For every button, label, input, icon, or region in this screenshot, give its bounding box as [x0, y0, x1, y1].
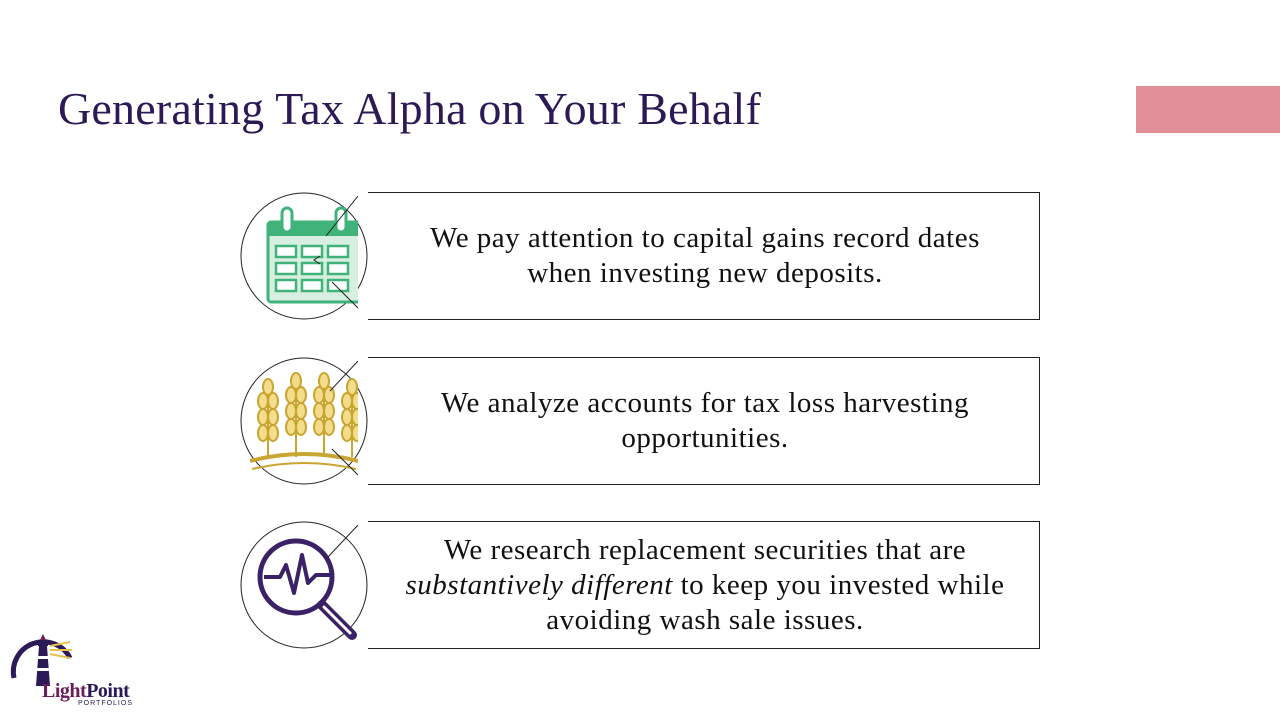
accent-bar [1136, 86, 1280, 133]
feature-row-research: We research replacement securities that … [240, 521, 1040, 649]
text-line: We pay attention to capital gains record… [430, 222, 980, 254]
feature-row-calendar: We pay attention to capital gains record… [240, 192, 1040, 320]
slide-title: Generating Tax Alpha on Your Behalf [58, 83, 762, 134]
row-frame [240, 521, 1040, 649]
row-frame [240, 357, 1040, 485]
feature-text-calendar: We pay attention to capital gains record… [380, 192, 1030, 320]
magnifier-pulse-icon [257, 525, 358, 640]
logo-wordmark: LightPoint [42, 680, 130, 703]
feature-row-harvest: We analyze accounts for tax loss harvest… [240, 357, 1040, 485]
feature-text-research: We research replacement securities that … [380, 521, 1030, 649]
company-logo: LightPoint PORTFOLIOS [8, 628, 138, 712]
text-fragment: to keep you invested while [672, 568, 1005, 601]
calendar-icon [266, 196, 358, 309]
wheat-harvest-icon [250, 361, 358, 476]
text-line: We analyze accounts for tax loss harvest… [440, 387, 970, 419]
lighthouse-icon [10, 634, 73, 686]
row-frame [240, 192, 1040, 320]
text-line: substantively different to keep you inve… [406, 568, 1005, 603]
text-line: We research replacement securities that … [443, 533, 967, 566]
logo-word-light: Light [42, 680, 87, 702]
logo-word-point: Point [86, 680, 130, 702]
logo-subtitle: PORTFOLIOS [78, 700, 133, 707]
italic-phrase: substantively different [405, 568, 673, 601]
text-line: avoiding wash sale issues. [546, 603, 864, 636]
text-line: opportunities. [621, 422, 789, 454]
feature-text-harvest: We analyze accounts for tax loss harvest… [380, 357, 1030, 485]
text-line: when investing new deposits. [527, 257, 883, 289]
